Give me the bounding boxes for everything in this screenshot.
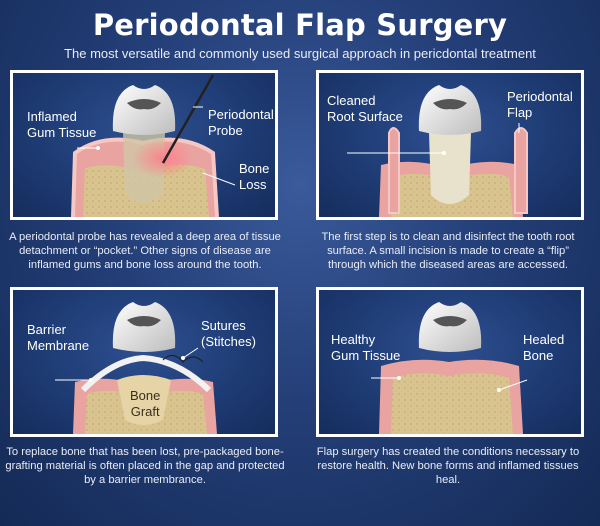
tooth-illustration-graft: [55, 302, 217, 434]
caption-clean: The first step is to clean and disinfect…: [321, 231, 575, 271]
label-healed-bone: Healed Bone: [523, 332, 564, 364]
label-cleaned-root: Cleaned Root Surface: [327, 93, 403, 125]
label-sutures: Sutures (Stitches): [201, 318, 256, 350]
label-bone-loss-line1: Bone: [239, 161, 270, 176]
panel-healed: Healthy Gum Tissue Healed Bone: [316, 287, 584, 437]
panel-graft: Barrier Membrane Sutures (Stitches) Bone…: [10, 287, 278, 437]
page-title: Periodontal Flap Surgery: [92, 8, 508, 42]
label-healed-bone-line2: Bone: [523, 348, 554, 363]
label-healthy-gum: Healthy Gum Tissue: [331, 332, 400, 364]
label-graft-line1: Bone: [130, 388, 161, 403]
panel-probe: Inflamed Gum Tissue Periodontal Probe Bo…: [10, 70, 278, 220]
label-barrier-membrane: Barrier Membrane: [27, 322, 89, 354]
label-sutures-line1: Sutures: [201, 318, 246, 333]
label-periodontal-probe: Periodontal Probe: [208, 107, 274, 139]
label-sutures-line2: (Stitches): [201, 334, 256, 349]
panel-clean: Cleaned Root Surface Periodontal Flap: [316, 70, 584, 220]
label-inflamed-gum-line2: Gum Tissue: [27, 125, 97, 140]
label-probe-line1: Periodontal: [208, 107, 274, 122]
label-healthy-gum-line1: Healthy: [331, 332, 376, 347]
page-subtitle: The most versatile and commonly used sur…: [64, 46, 536, 61]
label-bone-loss-line2: Loss: [239, 177, 267, 192]
label-bone-loss: Bone Loss: [239, 161, 269, 193]
label-flap-line2: Flap: [507, 105, 533, 120]
label-inflamed-gum: Inflamed Gum Tissue: [27, 109, 96, 141]
label-membrane-line2: Membrane: [27, 338, 90, 353]
label-graft-line2: Graft: [130, 404, 160, 419]
label-cleaned-root-line1: Cleaned: [327, 93, 376, 108]
label-flap-line1: Periodontal: [507, 89, 573, 104]
label-healthy-gum-line2: Gum Tissue: [331, 348, 401, 363]
caption-healed: Flap surgery has created the conditions …: [316, 446, 580, 486]
label-cleaned-root-line2: Root Surface: [327, 109, 403, 124]
caption-graft: To replace bone that has been lost, pre-…: [5, 446, 285, 486]
label-healed-bone-line1: Healed: [523, 332, 565, 347]
label-membrane-line1: Barrier: [27, 322, 67, 337]
tooth-illustration-clean: [347, 85, 528, 217]
label-probe-line2: Probe: [208, 123, 243, 138]
tooth-illustration-probe: [71, 74, 236, 217]
tooth-illustration-healed: [371, 302, 528, 434]
label-periodontal-flap: Periodontal Flap: [507, 89, 573, 121]
label-bone-graft: Bone Graft: [130, 388, 160, 420]
caption-probe: A periodontal probe has revealed a deep …: [9, 231, 281, 271]
label-inflamed-gum-line1: Inflamed: [27, 109, 77, 124]
